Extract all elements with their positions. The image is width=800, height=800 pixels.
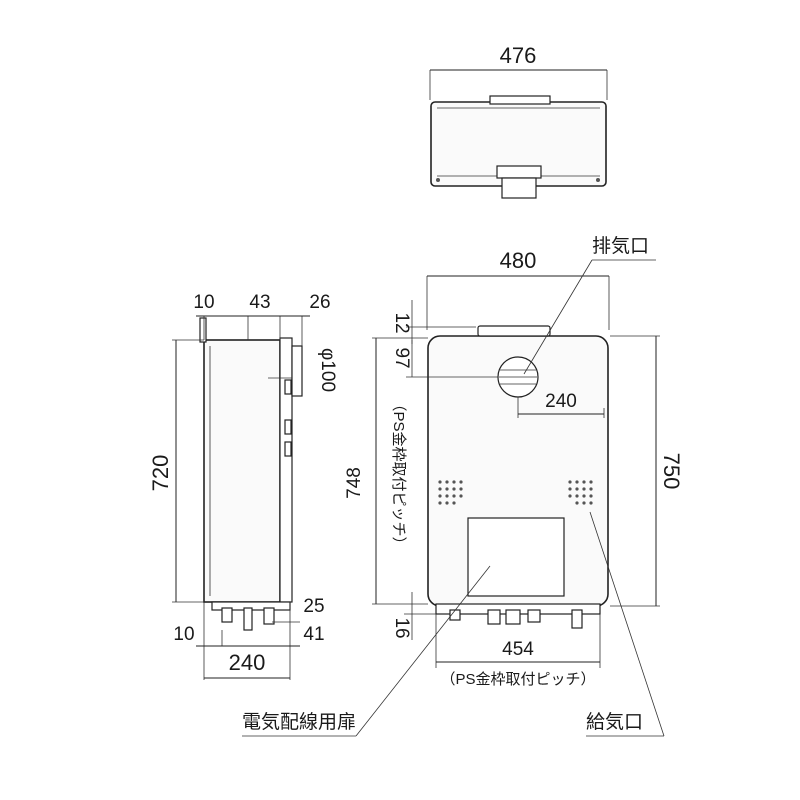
side-diameter-label: φ100 — [317, 348, 338, 392]
intake-port-label: 給気口 — [586, 711, 643, 733]
side-exhaust-flange — [291, 345, 303, 397]
front-top-bracket — [477, 325, 551, 337]
right-vent-grille — [568, 480, 593, 505]
top-mount-bracket — [489, 95, 551, 105]
side-bottom-10-label: 10 — [173, 624, 194, 645]
exhaust-offset-label: 240 — [545, 391, 577, 412]
side-view: 720 10 43 26 φ100 25 10 41 240 — [148, 292, 338, 680]
side-view-body — [203, 339, 281, 603]
front-width-label: 480 — [500, 248, 537, 273]
exhaust-port-label: 排気口 — [592, 235, 649, 257]
side-bottom-25-label: 25 — [303, 596, 324, 617]
ps-pitch-horizontal-label: （PS金枠取付ピッチ） — [440, 671, 595, 688]
side-bottom-41-label: 41 — [303, 624, 324, 645]
side-depth-label: 240 — [229, 650, 266, 675]
wiring-door — [467, 517, 565, 597]
side-top-right-label: 26 — [309, 292, 330, 313]
ps-width-label: 454 — [502, 639, 534, 660]
ps-pitch-vertical-label: （PS金枠取付ピッチ） — [390, 396, 407, 551]
side-wall-bracket — [199, 317, 207, 343]
side-height-label: 720 — [148, 455, 173, 492]
wiring-door-label: 電気配線用扉 — [242, 711, 356, 733]
front-view: 480 750 — [242, 235, 684, 737]
exhaust-height-label: 97 — [391, 347, 412, 368]
bottom-offset-label: 16 — [391, 617, 412, 638]
top-flue-box — [496, 165, 542, 179]
front-height-label: 750 — [659, 453, 684, 490]
top-view: 476 — [429, 43, 608, 199]
side-top-left-label: 10 — [193, 292, 214, 313]
top-width-label: 476 — [500, 43, 537, 68]
ps-height-label: 748 — [344, 467, 365, 499]
side-top-mid-label: 43 — [249, 292, 270, 313]
top-flue-stub — [501, 177, 537, 199]
top-offset-label: 12 — [391, 312, 412, 333]
left-vent-grille — [438, 480, 463, 505]
